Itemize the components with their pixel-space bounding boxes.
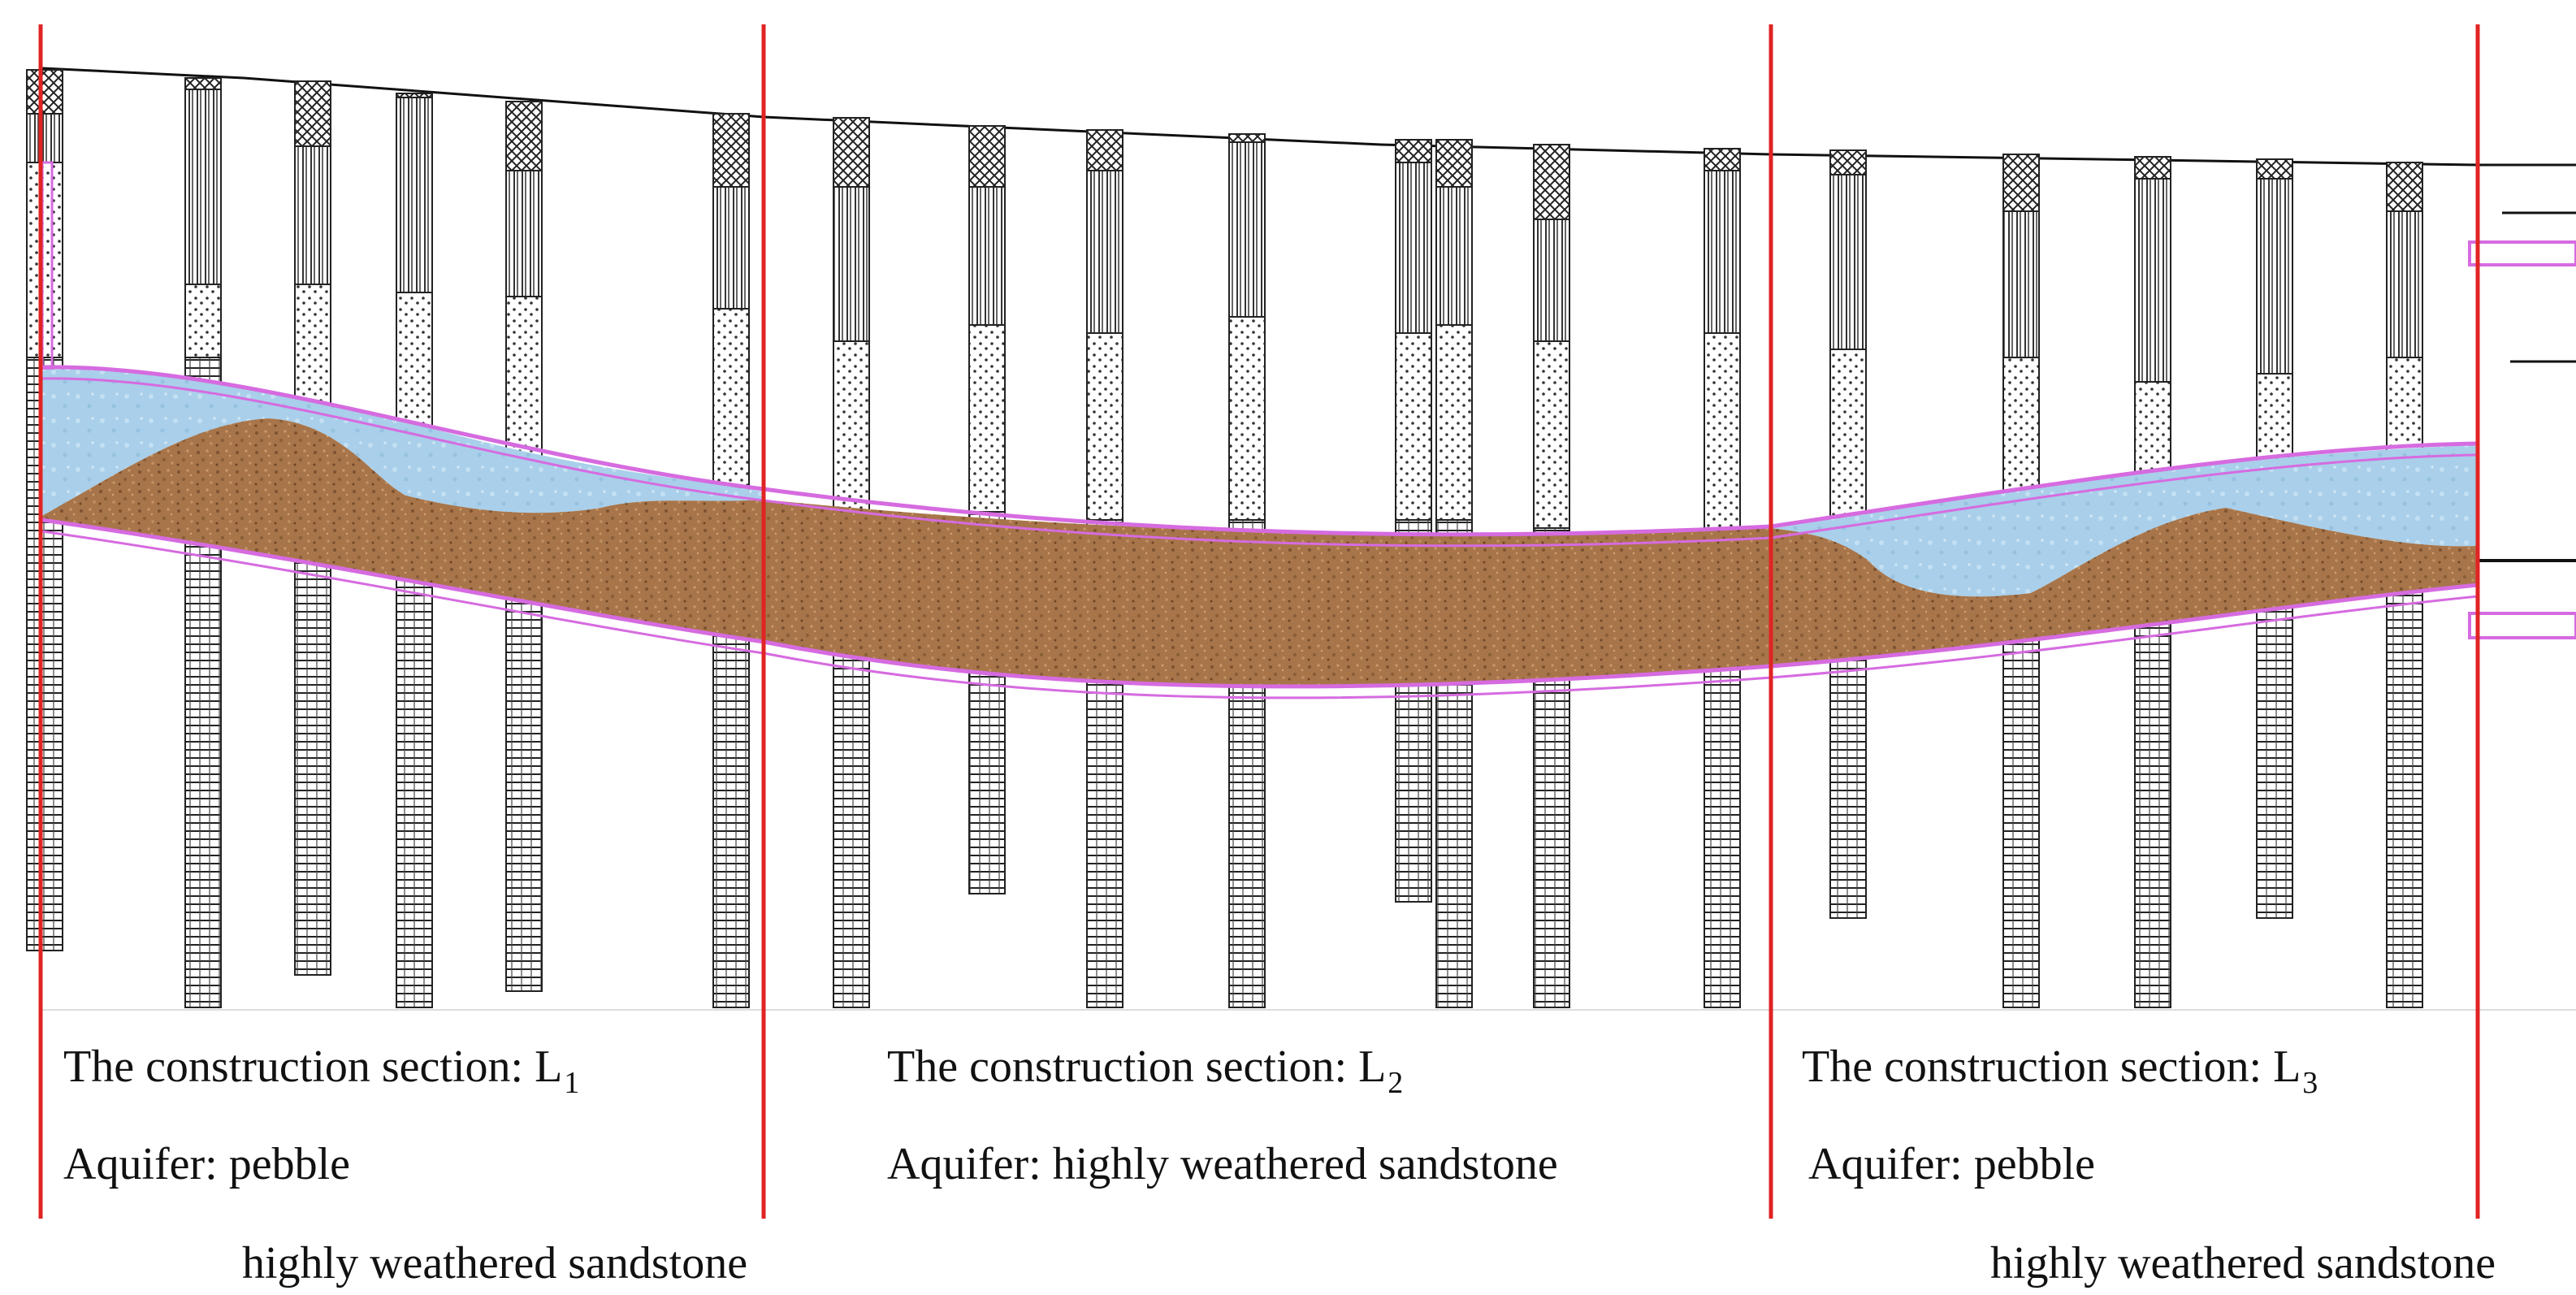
borehole-7-sand-layer xyxy=(968,324,1006,513)
section-aquifer-l1: Aquifer: pebble xyxy=(63,1139,350,1189)
borehole-3-silt-layer xyxy=(396,97,433,293)
section-caption-l1-subscript: 1 xyxy=(564,1066,580,1100)
borehole-11-sand-layer xyxy=(1435,324,1473,521)
borehole-16-fill-layer xyxy=(2134,156,2171,180)
borehole-1-sand-layer xyxy=(184,284,222,358)
borehole-8-silt-layer xyxy=(1086,170,1123,334)
section-caption-l3-subscript: 3 xyxy=(2302,1066,2318,1100)
right-boundary-marker-bottom xyxy=(2468,612,2576,639)
borehole-5-fill-layer xyxy=(712,113,750,188)
section-caption-l2: The construction section: L2 xyxy=(887,1042,1403,1098)
borehole-14-silt-layer xyxy=(1829,174,1867,350)
borehole-11-silt-layer xyxy=(1435,186,1473,326)
borehole-3-bedrock-layer xyxy=(396,527,433,1008)
borehole-14-fill-layer xyxy=(1829,149,1867,175)
borehole-12-sand-layer xyxy=(1533,340,1570,529)
borehole-18-silt-layer xyxy=(2386,210,2423,358)
borehole-6-fill-layer xyxy=(833,117,870,188)
borehole-7-fill-layer xyxy=(968,125,1006,188)
aquifer-water-right xyxy=(1771,445,2478,597)
borehole-5-sand-layer xyxy=(712,308,750,488)
borehole-14-sand-layer xyxy=(1829,349,1867,529)
borehole-7-silt-layer xyxy=(968,186,1006,326)
borehole-17-fill-layer xyxy=(2256,158,2293,180)
bottom-label-right: highly weathered sandstone xyxy=(1990,1238,2496,1289)
borehole-13-silt-layer xyxy=(1704,170,1741,334)
right-boundary-marker-top xyxy=(2468,240,2576,266)
borehole-13-sand-layer xyxy=(1704,332,1741,529)
sandstone-layer xyxy=(42,418,2478,686)
section-caption-l3-prefix: The construction section: xyxy=(1802,1042,2274,1092)
borehole-13-fill-layer xyxy=(1704,148,1741,171)
borehole-8-fill-layer xyxy=(1086,129,1123,171)
borehole-17-silt-layer xyxy=(2256,178,2293,375)
section-caption-l3-symbol: L xyxy=(2273,1042,2301,1092)
section-caption-l2-symbol: L xyxy=(1358,1042,1387,1092)
borehole-0-fill-layer xyxy=(26,69,63,115)
borehole-2-bedrock-layer xyxy=(294,527,331,976)
section-aquifer-l3: Aquifer: pebble xyxy=(1808,1139,2095,1189)
aquifer-bottom-boundary xyxy=(41,518,2479,689)
borehole-6-silt-layer xyxy=(833,186,870,342)
borehole-1-silt-layer xyxy=(184,89,222,285)
borehole-9-sand-layer xyxy=(1228,316,1266,521)
section-caption-l2-subscript: 2 xyxy=(1388,1066,1404,1100)
borehole-8-sand-layer xyxy=(1086,332,1123,521)
section-caption-l3: The construction section: L3 xyxy=(1802,1042,2318,1098)
section-caption-l2-prefix: The construction section: xyxy=(887,1042,1359,1092)
borehole-12-silt-layer xyxy=(1533,219,1570,342)
bottom-label-left: highly weathered sandstone xyxy=(242,1238,748,1289)
section-caption-l1-symbol: L xyxy=(535,1042,563,1092)
borehole-4-silt-layer xyxy=(505,170,543,297)
borehole-0-silt-layer xyxy=(26,113,63,163)
borehole-2-silt-layer xyxy=(294,145,331,285)
borehole-4-fill-layer xyxy=(505,101,543,171)
borehole-6-sand-layer xyxy=(833,340,870,521)
borehole-9-silt-layer xyxy=(1228,141,1266,318)
borehole-15-silt-layer xyxy=(2002,210,2040,358)
section-caption-l1: The construction section: L1 xyxy=(63,1042,579,1098)
borehole-9-fill-layer xyxy=(1228,133,1266,143)
borehole-10-silt-layer xyxy=(1395,162,1432,334)
borehole-5-silt-layer xyxy=(712,186,750,310)
borehole-18-bedrock-layer xyxy=(2386,527,2423,1008)
borehole-10-fill-layer xyxy=(1395,139,1432,163)
aquifer-bottom-boundary-inner xyxy=(41,530,2479,699)
borehole-1-fill-layer xyxy=(184,77,222,90)
borehole-2-fill-layer xyxy=(294,80,331,147)
aquifer-water-left xyxy=(42,369,764,516)
borehole-12-fill-layer xyxy=(1533,144,1570,220)
borehole-0-sand-layer xyxy=(26,162,63,358)
borehole-18-fill-layer xyxy=(2386,162,2423,212)
aquifer-top-boundary-inner xyxy=(41,377,2479,548)
aquifer-top-boundary xyxy=(41,365,2479,537)
borehole-11-fill-layer xyxy=(1435,139,1473,188)
borehole-15-fill-layer xyxy=(2002,154,2040,212)
section-aquifer-l2: Aquifer: highly weathered sandstone xyxy=(887,1139,1558,1189)
borehole-10-sand-layer xyxy=(1395,332,1432,521)
section-caption-l1-prefix: The construction section: xyxy=(63,1042,535,1092)
borehole-16-silt-layer xyxy=(2134,178,2171,383)
